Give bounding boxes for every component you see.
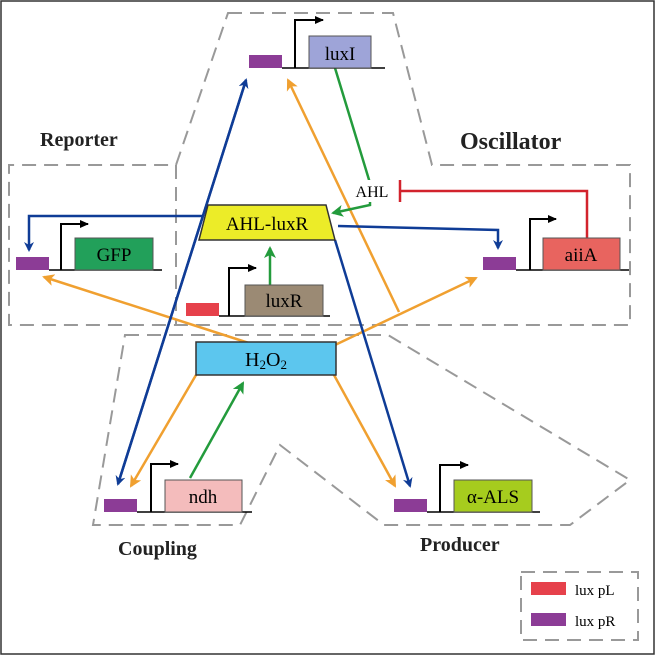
oscillator-top-region xyxy=(8,12,631,326)
gene-label-gfp: GFP xyxy=(97,245,132,266)
ahl-label: AHL xyxy=(356,184,389,201)
legend-label-pL: lux pL xyxy=(575,583,615,599)
promoter-pR-aiia xyxy=(483,257,516,270)
promoter-arrow-ndh xyxy=(150,460,179,512)
legend-label-pR: lux pR xyxy=(575,614,615,630)
legend: lux pL lux pR xyxy=(520,571,639,641)
promoter-pR-als xyxy=(394,499,427,512)
ahl-luxr-box xyxy=(198,204,336,241)
gene-box-luxi xyxy=(308,35,372,69)
gene-box-als xyxy=(453,479,533,513)
orange-arrow-to-gfp xyxy=(42,274,256,347)
promoter-arrow-luxr xyxy=(228,264,257,316)
h2o2-box xyxy=(195,341,337,376)
blue-arrow-to-aiia xyxy=(337,224,503,250)
gene-label-aiia: aiiA xyxy=(565,245,598,266)
cassette-luxr: luxR xyxy=(186,264,330,317)
green-arrow-ndh-to-h2o2 xyxy=(188,381,245,479)
region-label-coupling: Coupling xyxy=(118,538,197,560)
gene-label-als: α-ALS xyxy=(467,487,519,508)
promoter-pR-ndh xyxy=(104,499,137,512)
promoter-pR-gfp xyxy=(16,257,49,270)
cassette-als: α-ALS xyxy=(394,461,540,513)
cassette-gfp: GFP xyxy=(16,220,162,271)
lower-region xyxy=(91,334,632,526)
region-label-reporter: Reporter xyxy=(40,129,118,151)
orange-arrow-to-als xyxy=(332,374,397,488)
h2o2-molecule: H2O2 xyxy=(195,341,337,376)
gene-label-luxr: luxR xyxy=(266,291,303,312)
ahl-label-bg xyxy=(352,180,392,202)
ahl-luxr-label: AHL-luxR xyxy=(226,214,309,235)
h2o2-label: H2O2 xyxy=(245,349,287,372)
promoter-pL-luxr xyxy=(186,303,219,316)
legend-box xyxy=(520,571,639,641)
ahl-luxr-complex: AHL-luxR xyxy=(198,204,336,241)
gene-box-aiia xyxy=(542,237,621,271)
legend-swatch-pR xyxy=(531,613,566,626)
cassette-aiia: aiiA xyxy=(483,215,629,271)
gene-box-luxr xyxy=(244,284,324,317)
red-inhibition-line xyxy=(400,189,589,238)
orange-arrow-to-aiia xyxy=(334,276,478,347)
promoter-arrow-luxi xyxy=(294,16,324,68)
promoter-arrow-gfp xyxy=(60,220,89,270)
region-label-oscillator: Oscillator xyxy=(460,129,562,155)
gene-box-ndh xyxy=(164,479,243,513)
blue-arrow-to-als xyxy=(333,239,413,488)
orange-arrow-to-ndh xyxy=(129,374,198,488)
gene-label-ndh: ndh xyxy=(189,487,218,508)
cassette-luxi: luxI xyxy=(249,16,385,69)
blue-arrow-to-gfp xyxy=(24,214,202,252)
orange-arrow-to-luxi xyxy=(286,78,401,313)
promoter-arrow-als xyxy=(439,461,469,512)
promoter-pR-luxi xyxy=(249,55,282,68)
promoter-arrow-aiia xyxy=(529,215,557,270)
gene-box-gfp xyxy=(74,237,154,271)
gene-label-luxi: luxI xyxy=(325,44,356,65)
region-label-producer: Producer xyxy=(420,534,500,556)
legend-swatch-pL xyxy=(531,582,566,595)
cassette-ndh: ndh xyxy=(104,460,252,513)
blue-arrow-to-ndh xyxy=(115,79,248,486)
